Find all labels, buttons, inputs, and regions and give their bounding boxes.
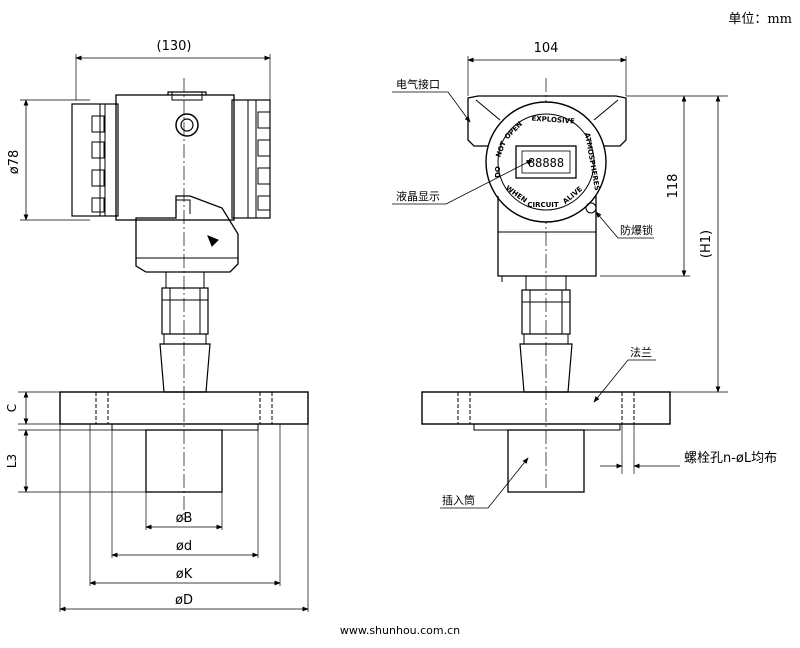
front-view: [18, 54, 309, 612]
lid-text-explosive: EXPLOSIVE: [531, 115, 575, 126]
label-lcd: 液晶显示: [396, 189, 440, 203]
dim-label-118: 118: [666, 174, 681, 199]
side-lcd-window: [515, 145, 577, 179]
leader-connector: [392, 91, 471, 123]
dim-label-h1: (H1): [699, 230, 714, 258]
dim-label-b: øB: [176, 511, 193, 526]
dim-label-130: (130): [157, 39, 192, 54]
side-insert-tube: [507, 429, 585, 493]
dim-label-c: C: [5, 404, 19, 412]
unit-label: 单位：mm: [728, 12, 792, 27]
lcd-value: 88888: [528, 156, 564, 170]
lid-text-do: DO: [494, 166, 502, 178]
label-tube: 插入筒: [442, 493, 475, 507]
dim-label-78: ø78: [7, 150, 22, 175]
front-insert-tube: [145, 429, 223, 493]
dim-label-l3: L3: [5, 454, 19, 468]
side-view: [392, 56, 728, 509]
side-round-lid: [485, 101, 607, 223]
label-lock: 防爆锁: [620, 223, 653, 237]
leader-lcd: [392, 159, 533, 205]
front-hex-nut: [161, 287, 209, 335]
front-connector-port: [175, 113, 199, 137]
dim-label-d-small: ød: [176, 539, 192, 554]
front-neck: [135, 195, 239, 273]
dim-label-k: øK: [176, 567, 193, 582]
leader-tube: [440, 457, 529, 509]
leader-lock: [595, 211, 654, 239]
label-connector: 电气接口: [396, 77, 440, 91]
footer-url: www.shunhou.com.cn: [339, 624, 461, 637]
label-flange: 法兰: [630, 345, 652, 359]
label-bolt: 螺栓孔n-øL均布: [684, 451, 777, 466]
front-housing: [115, 94, 235, 221]
leader-flange: [593, 359, 656, 403]
lid-text-circuit: CIRCUIT: [527, 201, 559, 209]
front-right-cap: [231, 99, 271, 219]
front-left-cap: [71, 103, 119, 217]
side-top-bracket: [467, 95, 627, 147]
dim-label-d-big: øD: [175, 593, 193, 608]
side-lock-icon: [585, 202, 597, 214]
dim-label-104: 104: [534, 41, 559, 56]
